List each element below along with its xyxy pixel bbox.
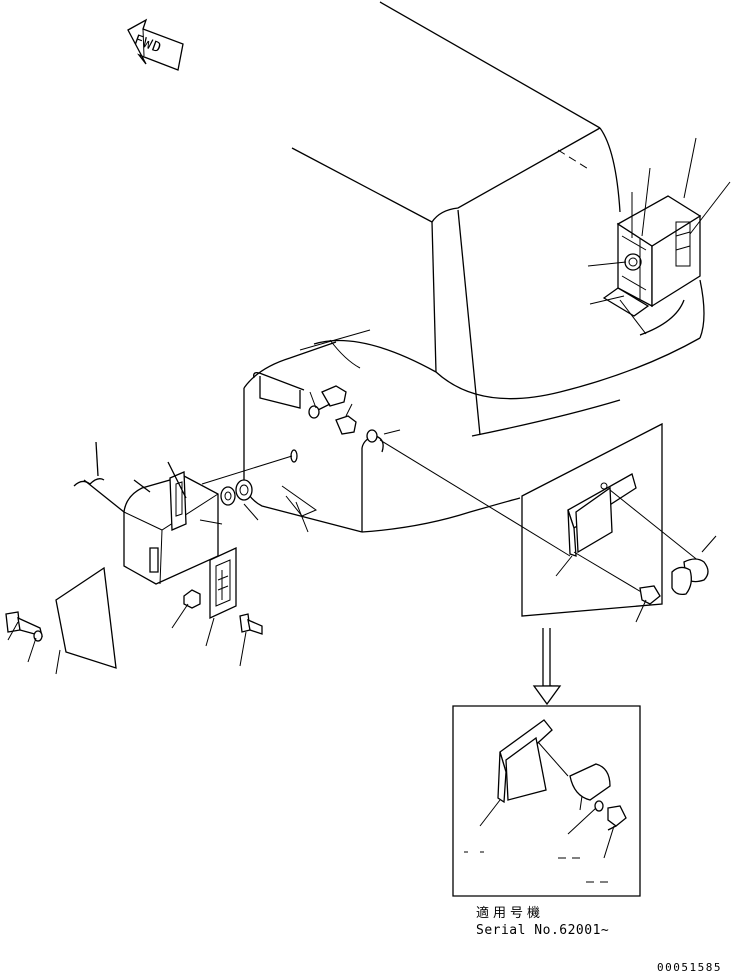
upper-lamp-assembly bbox=[604, 196, 700, 316]
cab-body-outline bbox=[292, 2, 704, 436]
serial-range-label: Serial No.62001~ bbox=[476, 923, 610, 938]
drawing-number: 00051585 bbox=[657, 961, 722, 974]
lamp-lens bbox=[210, 548, 236, 618]
transition-arrow-icon bbox=[534, 628, 560, 704]
cover-plate bbox=[56, 568, 116, 668]
left-leader-lines bbox=[8, 392, 570, 674]
applicable-serial-heading: 適用号機 bbox=[476, 906, 545, 921]
fasteners bbox=[6, 386, 377, 641]
upper-leader-lines bbox=[588, 138, 730, 334]
bracket-detail-box bbox=[522, 424, 716, 622]
fwd-arrow-icon bbox=[128, 20, 183, 70]
counterweight-housing bbox=[244, 330, 520, 532]
left-lamp-assembly bbox=[74, 442, 222, 584]
serial-variant-box bbox=[453, 706, 640, 896]
